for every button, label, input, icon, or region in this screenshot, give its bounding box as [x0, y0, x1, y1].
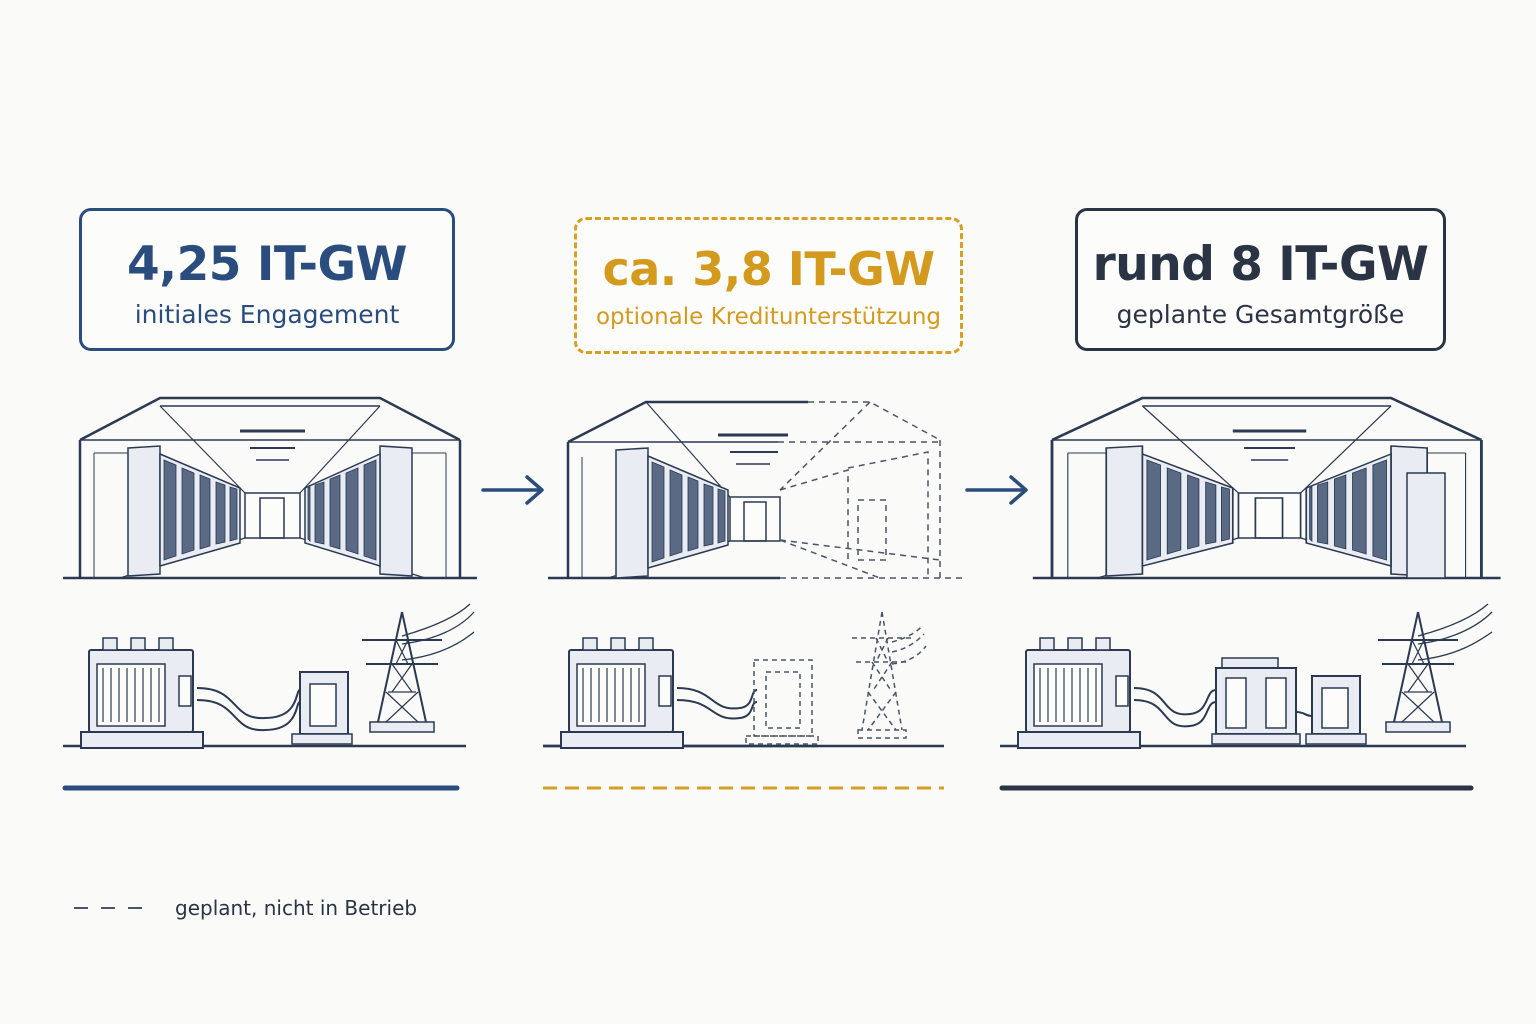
transformer-icon	[560, 637, 684, 749]
power-infrastructure-total	[1000, 603, 1493, 749]
stage-value: ca. 3,8 IT-GW	[602, 242, 935, 296]
power-infrastructure-initial	[63, 603, 475, 749]
planned-hall-extension	[778, 401, 964, 579]
data-center-hall-icon	[1031, 396, 1503, 580]
arrow-right-icon	[481, 475, 544, 505]
stage-value: 4,25 IT-GW	[127, 237, 407, 292]
switchgear-cabinet-icon	[1211, 657, 1367, 745]
arrow-right-icon	[965, 475, 1028, 505]
stage-label: initiales Engagement	[134, 300, 400, 329]
stage-value: rund 8 IT-GW	[1092, 237, 1429, 292]
data-center-hall-icon	[548, 400, 964, 580]
power-infrastructure-optional	[543, 611, 944, 749]
stage-label: optionale Kreditunterstützung	[595, 304, 942, 330]
switchgear-cabinet-icon	[745, 659, 819, 745]
switchgear-cabinet-icon	[291, 671, 353, 745]
stage-label: geplante Gesamtgröße	[1116, 300, 1405, 329]
transformer-icon	[1017, 637, 1141, 749]
legend-label: geplant, nicht in Betrieb	[175, 896, 418, 920]
power-pylon-icon	[361, 611, 443, 733]
stage-card-total: rund 8 IT-GW geplante Gesamtgröße	[1075, 208, 1446, 351]
power-pylon-icon	[1377, 611, 1459, 733]
stage-card-optional: ca. 3,8 IT-GW optionale Kreditunterstütz…	[574, 217, 963, 354]
data-center-hall-icon	[61, 396, 479, 580]
stage-card-initial: 4,25 IT-GW initiales Engagement	[79, 208, 455, 351]
transformer-icon	[80, 637, 204, 749]
power-pylon-icon	[852, 611, 927, 739]
